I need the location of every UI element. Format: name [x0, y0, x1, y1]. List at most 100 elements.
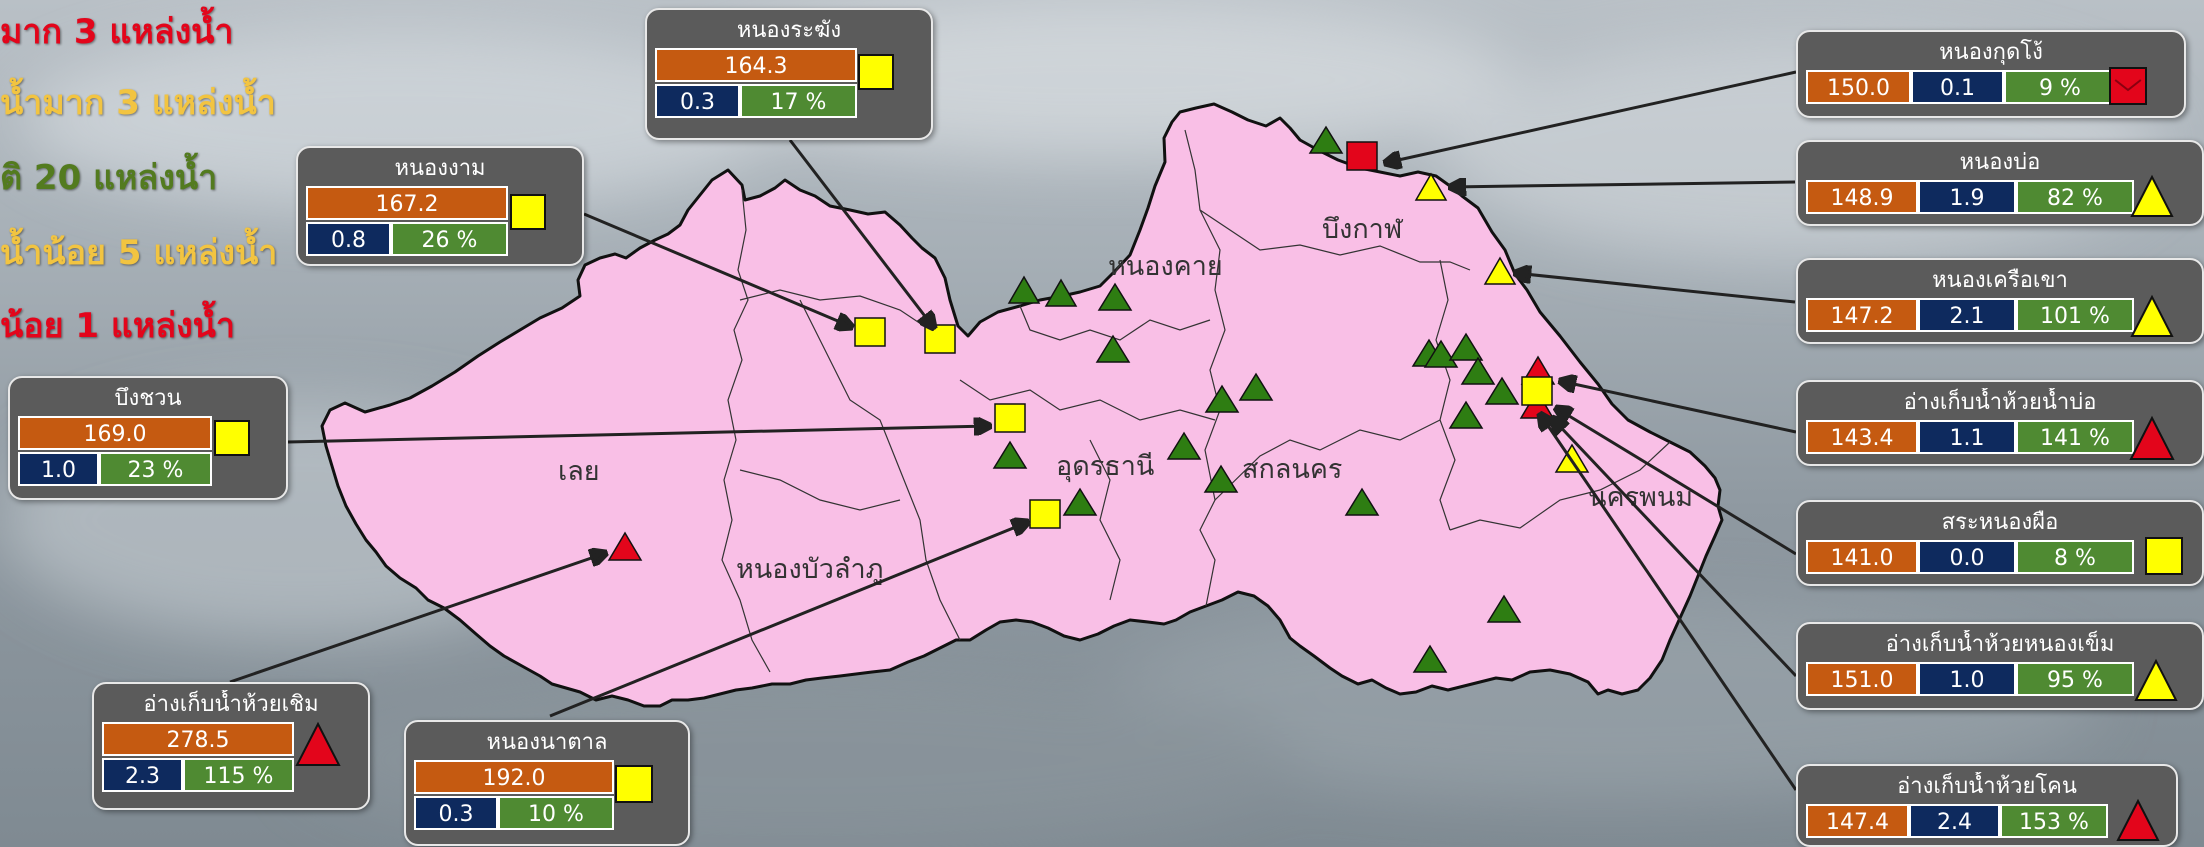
water-volume-value: 1.1	[1918, 420, 2016, 454]
water-volume-value: 0.1	[1911, 70, 2004, 104]
normal-triangle-icon	[1097, 282, 1133, 311]
legend-item-very-high: มาก 3 แหล่งน้ำ	[0, 12, 234, 52]
reservoir-name: อ่างเก็บน้ำห้วยหนองเข็ม	[1885, 632, 2115, 657]
water-volume-value: 1.0	[1918, 662, 2016, 696]
capacity-percent-value: 26 %	[391, 222, 508, 256]
province-boundaries	[721, 129, 1671, 673]
leader-line-huai-nong-khem	[1552, 418, 1798, 678]
normal-triangle-icon	[1448, 332, 1484, 361]
status-square-icon	[2145, 537, 2183, 575]
normal-triangle-icon	[1412, 644, 1448, 673]
water-level-value: 147.4	[1806, 804, 1909, 838]
water-level-value: 151.0	[1806, 662, 1918, 696]
leader-line-bueng-chuan	[287, 426, 990, 444]
province-label-nong-khai: หนองคาย	[1108, 251, 1223, 282]
normal-triangle-icon	[1007, 275, 1041, 304]
reservoir-name: หนองงาม	[394, 156, 486, 181]
water-volume-value: 2.4	[1909, 804, 2000, 838]
water-volume-value: 0.8	[306, 222, 391, 256]
water-level-value: 164.3	[655, 48, 857, 82]
water-level-value: 141.0	[1806, 540, 1918, 574]
station-marker-nong-ngam	[854, 317, 886, 347]
normal-triangle-icon	[1204, 384, 1240, 413]
capacity-percent-value: 101 %	[2016, 298, 2134, 332]
water-volume-value: 2.1	[1918, 298, 2016, 332]
reservoir-name: สระหนองผือ	[1941, 510, 2059, 535]
reservoir-name: อ่างเก็บน้ำห้วยเชิม	[143, 692, 319, 717]
capacity-percent-value: 8 %	[2016, 540, 2134, 574]
water-volume-value: 0.0	[1918, 540, 2016, 574]
callout-leader-lines	[229, 70, 1798, 791]
province-label-sakon-nakhon: สกลนคร	[1242, 454, 1342, 485]
capacity-percent-value: 17 %	[740, 84, 857, 118]
normal-status-markers	[992, 125, 1522, 673]
province-label-bueng-kan: บึงกาฬ	[1322, 214, 1404, 245]
capacity-percent-value: 153 %	[2000, 804, 2108, 838]
reservoir-name: หนองเครือเขา	[1932, 268, 2068, 293]
station-marker-huai-choem	[607, 531, 643, 561]
capacity-percent-value: 115 %	[183, 758, 294, 792]
capacity-percent-value: 141 %	[2016, 420, 2134, 454]
station-marker-nong-rakhang	[924, 324, 956, 354]
normal-triangle-icon	[1062, 487, 1098, 516]
station-marker-nong-khruea-khao	[1483, 256, 1517, 285]
station-markers	[607, 141, 1590, 561]
water-level-value: 148.9	[1806, 180, 1918, 214]
province-label-nong-bua-lamphu: หนองบัวลำภู	[736, 554, 883, 585]
leader-line-huai-choem	[229, 553, 606, 684]
leader-line-huai-nam-bo	[1560, 381, 1797, 434]
leader-line-nong-na-tan	[549, 522, 1028, 718]
station-marker-nong-kud-ngo	[1346, 141, 1378, 171]
legend-item-high: น้ำมาก 3 แหล่งน้ำ	[0, 83, 276, 123]
capacity-percent-value: 10 %	[498, 796, 614, 830]
normal-triangle-icon	[1095, 334, 1131, 363]
reservoir-name: หนองนาตาล	[486, 730, 608, 755]
reservoir-name: บึงชวน	[114, 386, 182, 411]
water-level-value: 167.2	[306, 186, 508, 220]
capacity-percent-value: 23 %	[99, 452, 212, 486]
capacity-percent-value: 9 %	[2004, 70, 2116, 104]
status-triangle-icon	[2116, 798, 2160, 841]
status-triangle-icon	[2130, 294, 2174, 337]
legend-item-very-low: น้อย 1 แหล่งน้ำ	[0, 306, 236, 346]
status-square-icon	[615, 765, 653, 803]
normal-triangle-icon	[1166, 431, 1202, 460]
leader-line-nong-ngam	[583, 212, 852, 327]
water-level-value: 278.5	[102, 722, 294, 756]
water-volume-value: 2.3	[102, 758, 183, 792]
normal-triangle-icon	[1344, 487, 1380, 516]
water-level-value: 150.0	[1806, 70, 1911, 104]
normal-triangle-icon	[1044, 278, 1078, 307]
water-volume-value: 0.3	[414, 796, 498, 830]
water-volume-value: 0.3	[655, 84, 740, 118]
station-marker-sa-nong-phue	[1521, 376, 1553, 406]
normal-triangle-icon	[992, 440, 1028, 469]
leader-line-nong-khruea-khao	[1515, 273, 1796, 304]
leader-line-sa-nong-phue	[1556, 408, 1797, 556]
status-triangle-icon	[2134, 658, 2178, 701]
normal-triangle-icon	[1448, 400, 1484, 429]
status-square-icon	[214, 420, 250, 456]
status-square-icon	[510, 194, 546, 230]
leader-line-huai-khon	[1540, 414, 1798, 791]
province-label-udon-thani: อุดรธานี	[1056, 451, 1154, 483]
normal-triangle-icon	[1308, 125, 1344, 154]
leader-line-nong-kud-ngo	[1385, 70, 1797, 163]
normal-triangle-icon	[1486, 594, 1522, 623]
status-triangle-icon	[2130, 174, 2174, 217]
leader-line-nong-rakhang	[788, 139, 934, 328]
status-triangle-icon	[2129, 415, 2175, 460]
legend-item-low: น้ำน้อย 5 แหล่งน้ำ	[0, 233, 278, 273]
station-marker-nong-bo	[1414, 172, 1448, 201]
reservoir-name: อ่างเก็บน้ำห้วยน้ำบ่อ	[1903, 390, 2097, 415]
water-level-value: 143.4	[1806, 420, 1918, 454]
reservoir-name: หนองระฆัง	[736, 18, 842, 43]
water-level-value: 169.0	[18, 416, 212, 450]
reservoir-name: อ่างเก็บน้ำห้วยโคน	[1897, 774, 2077, 799]
